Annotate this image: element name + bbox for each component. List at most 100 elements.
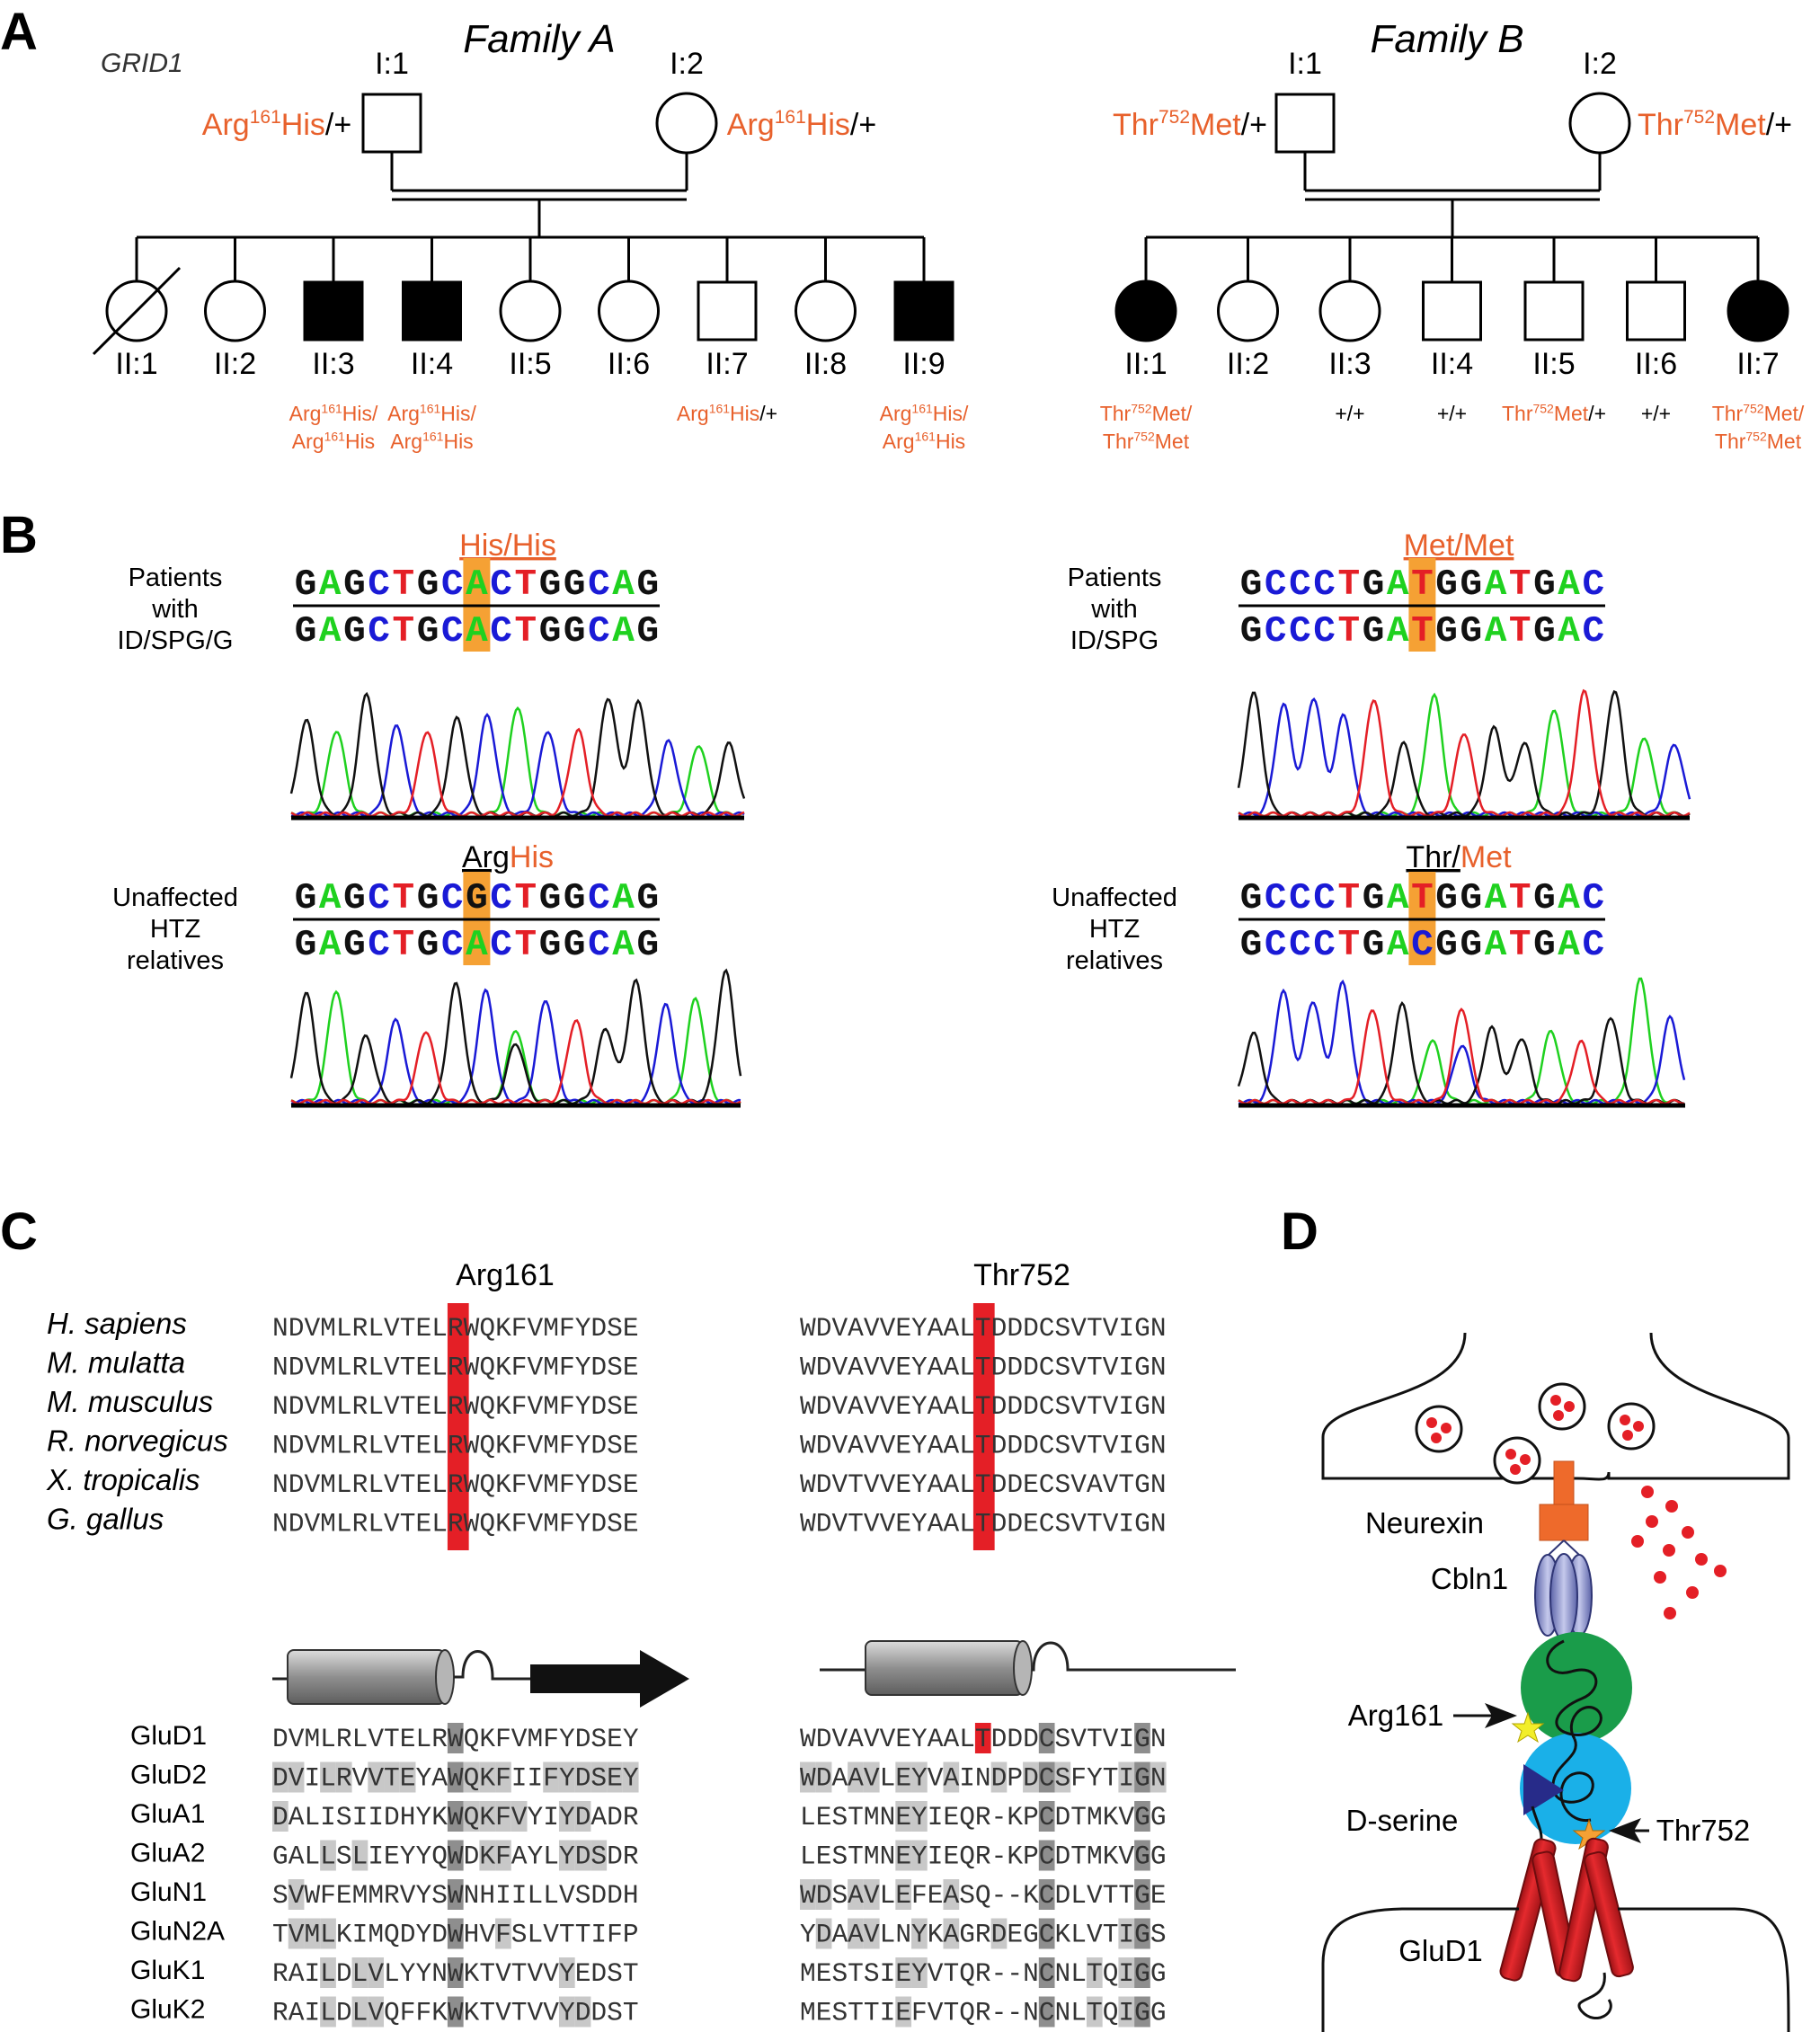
residue: D [816,1313,832,1344]
base-letter: T [1337,878,1360,919]
residue-shade [543,1761,559,1793]
base-letter: G [1363,564,1385,606]
residue: T [1087,1353,1103,1383]
residue: G [1150,1958,1167,1989]
base-letter: G [636,611,659,652]
residue: L [336,1313,352,1344]
residue: V [304,1469,320,1500]
neurexin-stalk [1553,1460,1575,1507]
residue: T [848,1509,864,1540]
residue-shade [558,1761,575,1793]
residue: R [352,1509,368,1540]
residue: L [320,1841,336,1872]
residue: V [831,1469,848,1500]
residue: F [911,1998,928,2028]
base-letter: G [343,564,366,606]
residue: T [400,1313,416,1344]
residue: S [959,1880,975,1911]
residue: K [495,1313,511,1344]
residue: S [831,1998,848,2028]
residue: R [975,1841,991,1872]
residue: A [943,1509,959,1540]
residue: A [289,1998,305,2028]
residue-shade [447,1840,464,1871]
base-letter: G [343,925,366,966]
residue: V [864,1763,880,1794]
residue-shade [863,1761,880,1793]
residue-shade [495,1801,511,1832]
residue: A [289,1802,305,1832]
residue-shade [447,1996,464,2028]
residue: Q [464,1724,480,1754]
residue: Q [479,1509,495,1540]
residue: R [623,1841,639,1872]
residue: T [623,1958,639,1989]
genotype-label: Arg161His/ [289,401,378,425]
residue: R [448,1391,464,1422]
residue: T [272,1920,289,1950]
genotype-label: Arg161His [883,429,965,453]
right-patients-label-2: with [1090,595,1138,624]
residue: E [895,1431,911,1461]
residue: E [895,1724,911,1754]
residue: Q [975,1880,991,1911]
residue: D [816,1431,832,1461]
residue: E [415,1353,431,1383]
residue: I [304,1763,320,1794]
residue: D [464,1841,480,1872]
residue: Q [479,1469,495,1500]
residue: V [384,1431,400,1461]
base-letter: G [1533,878,1556,919]
child-II-3-symbol [1318,280,1381,342]
left-unaffected-label-3: relatives [127,946,224,975]
genotype-label: Arg161His/ [387,401,476,425]
parent-id-label: I:1 [1288,47,1322,81]
base-letter: G [1363,611,1385,652]
residue: V [880,1313,896,1344]
residue: T [479,1958,495,1989]
residue: C [1039,1313,1055,1344]
base-letter: G [295,925,317,966]
residue: D [991,1920,1008,1950]
residue-shade [815,1761,832,1793]
residue: L [800,1841,816,1872]
helix-cylinder [287,1649,446,1705]
residue: D [991,1469,1008,1500]
residue: E [336,1880,352,1911]
residue: Q [464,1802,480,1832]
residue: V [289,1880,305,1911]
residue: K [464,1998,480,2028]
residue-shade [574,1761,591,1793]
residue-shade [1118,1918,1135,1949]
residue: V [1118,1841,1134,1872]
residue: S [590,1763,607,1794]
residue-shade [1134,1996,1150,2028]
base-letter: G [417,925,439,966]
residue: V [559,1880,575,1911]
residue-shade [848,1879,864,1910]
base-letter: G [1533,564,1556,606]
panel-label-a: A [0,3,38,61]
residue: S [1055,1391,1071,1422]
cbln1-trimer [1534,1540,1593,1641]
residue: D [1023,1724,1039,1754]
residue-shade [1038,1801,1055,1832]
residue: V [880,1431,896,1461]
right-unaffected-title: Thr/Met [1406,840,1512,874]
residue: M [320,1469,336,1500]
residue: V [1103,1469,1119,1500]
child-id-label: II:4 [411,347,453,381]
residue: V [1070,1469,1087,1500]
residue: R [975,1998,991,2028]
base-letter: T [1411,611,1434,652]
residue: F [511,1313,528,1344]
residue-shade [351,1996,368,2028]
d-serine-ligand [1523,1764,1564,1815]
base-letter: C [490,564,512,606]
child-II-4-symbol [1422,280,1482,342]
left-patients-label-2: with [151,595,199,624]
residue: V [880,1469,896,1500]
residue: P [1007,1763,1023,1794]
residue: D [1007,1353,1023,1383]
residue: C [1039,1353,1055,1383]
